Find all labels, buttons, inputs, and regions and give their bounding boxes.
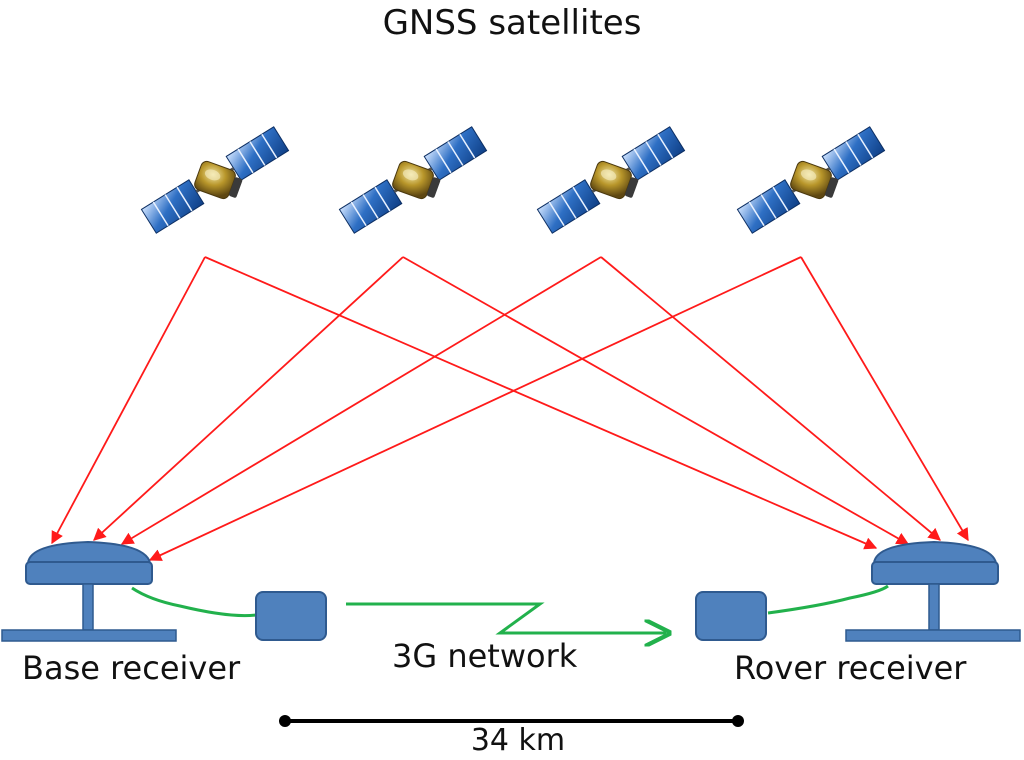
satellite-icon xyxy=(139,125,291,235)
signal-ray-to-base xyxy=(120,256,602,545)
signal-ray-to-base xyxy=(51,256,206,545)
signal-rays xyxy=(51,256,969,561)
distance-label: 34 km xyxy=(470,723,566,758)
signal-ray-to-base xyxy=(148,256,802,561)
rover-receiver-label: Rover receiver xyxy=(734,649,967,687)
satellites xyxy=(139,125,887,235)
rover-modem-icon xyxy=(695,591,767,641)
satellite-icon xyxy=(337,125,489,235)
base-cable xyxy=(131,586,257,618)
base-modem-icon xyxy=(255,591,327,641)
network-link xyxy=(346,602,666,633)
base-receiver-label: Base receiver xyxy=(22,649,241,687)
base-antenna-icon xyxy=(1,540,177,642)
signal-ray-to-rover xyxy=(600,256,941,541)
signal-ray-to-rover xyxy=(402,256,910,545)
rover-cable xyxy=(767,584,889,615)
signal-ray-to-base xyxy=(93,256,404,541)
signal-ray-to-rover xyxy=(204,256,878,550)
diagram-title: GNSS satellites xyxy=(382,3,642,43)
satellite-icon xyxy=(535,125,687,235)
distance-baseline xyxy=(279,715,744,727)
network-label: 3G network xyxy=(392,637,578,675)
signal-ray-to-rover xyxy=(800,256,969,542)
satellite-icon xyxy=(735,125,887,235)
rover-antenna-icon xyxy=(845,540,1021,642)
